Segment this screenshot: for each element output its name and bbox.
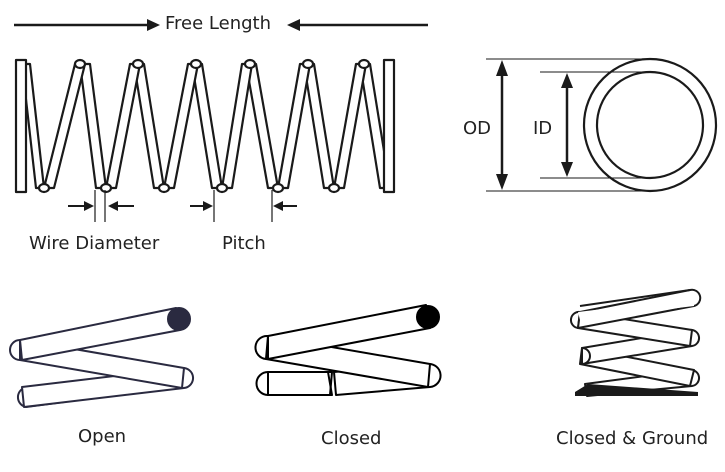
spring-end-left [14, 58, 28, 194]
coil-strand [220, 62, 254, 190]
spring-end-right [382, 58, 396, 194]
outer-diameter-circle [582, 57, 718, 193]
ground-coil-tip [581, 347, 591, 365]
coil-tip [37, 182, 51, 194]
od-arrowhead-bottom [496, 174, 508, 190]
free-length-dimension [14, 19, 428, 31]
coil-strand [276, 62, 312, 190]
coil-strand [78, 62, 108, 190]
coil-tip [189, 58, 203, 70]
coil-tip [73, 58, 87, 70]
id-arrowhead-top [561, 73, 573, 88]
od-label: OD [463, 118, 492, 139]
coil-tip [243, 58, 257, 70]
ground-top-fill [578, 298, 694, 320]
coil-tip [99, 182, 113, 194]
coil-tip [301, 58, 315, 70]
coil-tip [271, 182, 285, 194]
coil-strand [302, 62, 336, 190]
open-coil-strand [19, 307, 181, 361]
open-coil-tip [9, 339, 21, 361]
id-label: ID [533, 118, 553, 139]
wire-diameter-label: Wire Diameter [29, 233, 160, 254]
coil-strand [244, 62, 280, 190]
pitch-arrowhead-left [203, 201, 213, 211]
free-length-arrowhead-right [287, 19, 300, 31]
coil-strand [190, 62, 224, 190]
closed-wire-end [416, 305, 440, 329]
wire-diameter-dimension [68, 190, 134, 222]
pitch-arrowhead-right [273, 201, 283, 211]
coil-tip [357, 58, 371, 70]
coil-strand [332, 62, 368, 190]
closed-label: Closed [321, 428, 382, 449]
free-length-arrowhead-left [147, 19, 160, 31]
wire-diameter-arrowhead-left [84, 201, 94, 211]
coil-tip [327, 182, 341, 194]
id-arrowhead-bottom [561, 162, 573, 177]
inner-diameter-circle [595, 70, 705, 180]
coil-strand [132, 62, 166, 190]
closed-ground-label: Closed & Ground [556, 428, 709, 449]
coil-strand [42, 62, 87, 190]
open-label: Open [78, 426, 127, 447]
spring-open-ends [9, 307, 194, 408]
coil-tip [131, 58, 145, 70]
ground-top-edge [579, 289, 691, 307]
spring-side-view [14, 58, 396, 194]
closed-coil-bottom-outline [267, 371, 333, 396]
spring-closed-ends [254, 304, 442, 396]
coil-strand [104, 62, 142, 190]
free-length-label: Free Length [165, 13, 272, 34]
coil-tip [157, 182, 171, 194]
spring-end-view [486, 57, 718, 193]
pitch-dimension [190, 190, 297, 222]
wire-diameter-arrowhead-right [108, 201, 118, 211]
spring-closed-ground [569, 288, 702, 397]
closed-coil-tip [254, 334, 269, 360]
open-wire-end [167, 307, 191, 331]
od-arrowhead-top [496, 60, 508, 76]
coil-tip [215, 182, 229, 194]
ground-base-plate [575, 384, 698, 396]
pitch-label: Pitch [222, 233, 266, 254]
coil-strand [162, 62, 200, 190]
